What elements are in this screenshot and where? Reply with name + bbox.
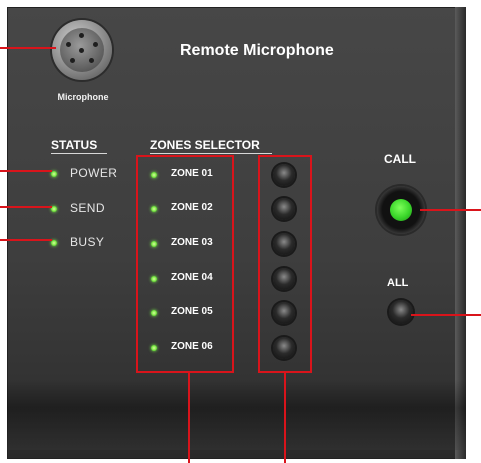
microphone-label: Microphone — [57, 92, 109, 102]
zone-01-label: ZONE 01 — [171, 168, 213, 179]
zone-05-label: ZONE 05 — [171, 306, 213, 317]
zone-05-button[interactable] — [273, 302, 295, 324]
device-title: Remote Microphone — [180, 42, 334, 59]
zone-03-label: ZONE 03 — [171, 237, 213, 248]
status-power-label: POWER — [70, 166, 118, 180]
panel-edge — [455, 7, 466, 459]
connector-pin — [93, 42, 98, 47]
zone-05-led — [151, 310, 157, 316]
zones-heading: ZONES SELECTOR — [150, 138, 260, 152]
power-led — [51, 171, 57, 177]
call-label: CALL — [384, 152, 416, 166]
callout-box-zone-buttons — [258, 155, 312, 373]
all-label: ALL — [387, 277, 409, 289]
callout-line-send — [0, 206, 52, 208]
connector-pin — [70, 58, 75, 63]
callout-line-microphone — [0, 47, 56, 49]
panel-bottom-band — [7, 380, 466, 450]
microphone-connector[interactable] — [52, 20, 112, 80]
all-zones-button[interactable] — [389, 300, 413, 324]
zone-02-led — [151, 206, 157, 212]
connector-pin — [79, 33, 84, 38]
status-send-label: SEND — [70, 201, 105, 215]
callout-box-zone-leds — [136, 155, 234, 373]
callout-line-zone-leds — [188, 373, 190, 463]
callout-line-busy — [0, 239, 52, 241]
zone-02-label: ZONE 02 — [171, 202, 213, 213]
connector-pin — [66, 42, 71, 47]
connector-pin — [89, 58, 94, 63]
zone-04-led — [151, 276, 157, 282]
callout-line-power — [0, 170, 52, 172]
zones-heading-underline — [150, 153, 272, 154]
send-led — [51, 206, 57, 212]
zone-06-label: ZONE 06 — [171, 341, 213, 352]
zone-06-button[interactable] — [273, 337, 295, 359]
call-button[interactable] — [390, 199, 412, 221]
zone-04-button[interactable] — [273, 268, 295, 290]
connector-face — [60, 28, 104, 72]
status-heading-underline — [51, 153, 107, 154]
status-busy-label: BUSY — [70, 235, 105, 249]
callout-line-all — [411, 314, 481, 316]
zone-06-led — [151, 345, 157, 351]
connector-pin — [79, 48, 84, 53]
call-button-ring — [377, 186, 425, 234]
callout-line-zone-buttons — [284, 373, 286, 463]
zone-01-button[interactable] — [273, 164, 295, 186]
zone-04-label: ZONE 04 — [171, 272, 213, 283]
zone-03-button[interactable] — [273, 233, 295, 255]
zone-02-button[interactable] — [273, 198, 295, 220]
zone-01-led — [151, 172, 157, 178]
status-heading: STATUS — [51, 138, 98, 152]
device-panel — [7, 7, 466, 459]
busy-led — [51, 240, 57, 246]
callout-line-call — [420, 209, 481, 211]
zone-03-led — [151, 241, 157, 247]
